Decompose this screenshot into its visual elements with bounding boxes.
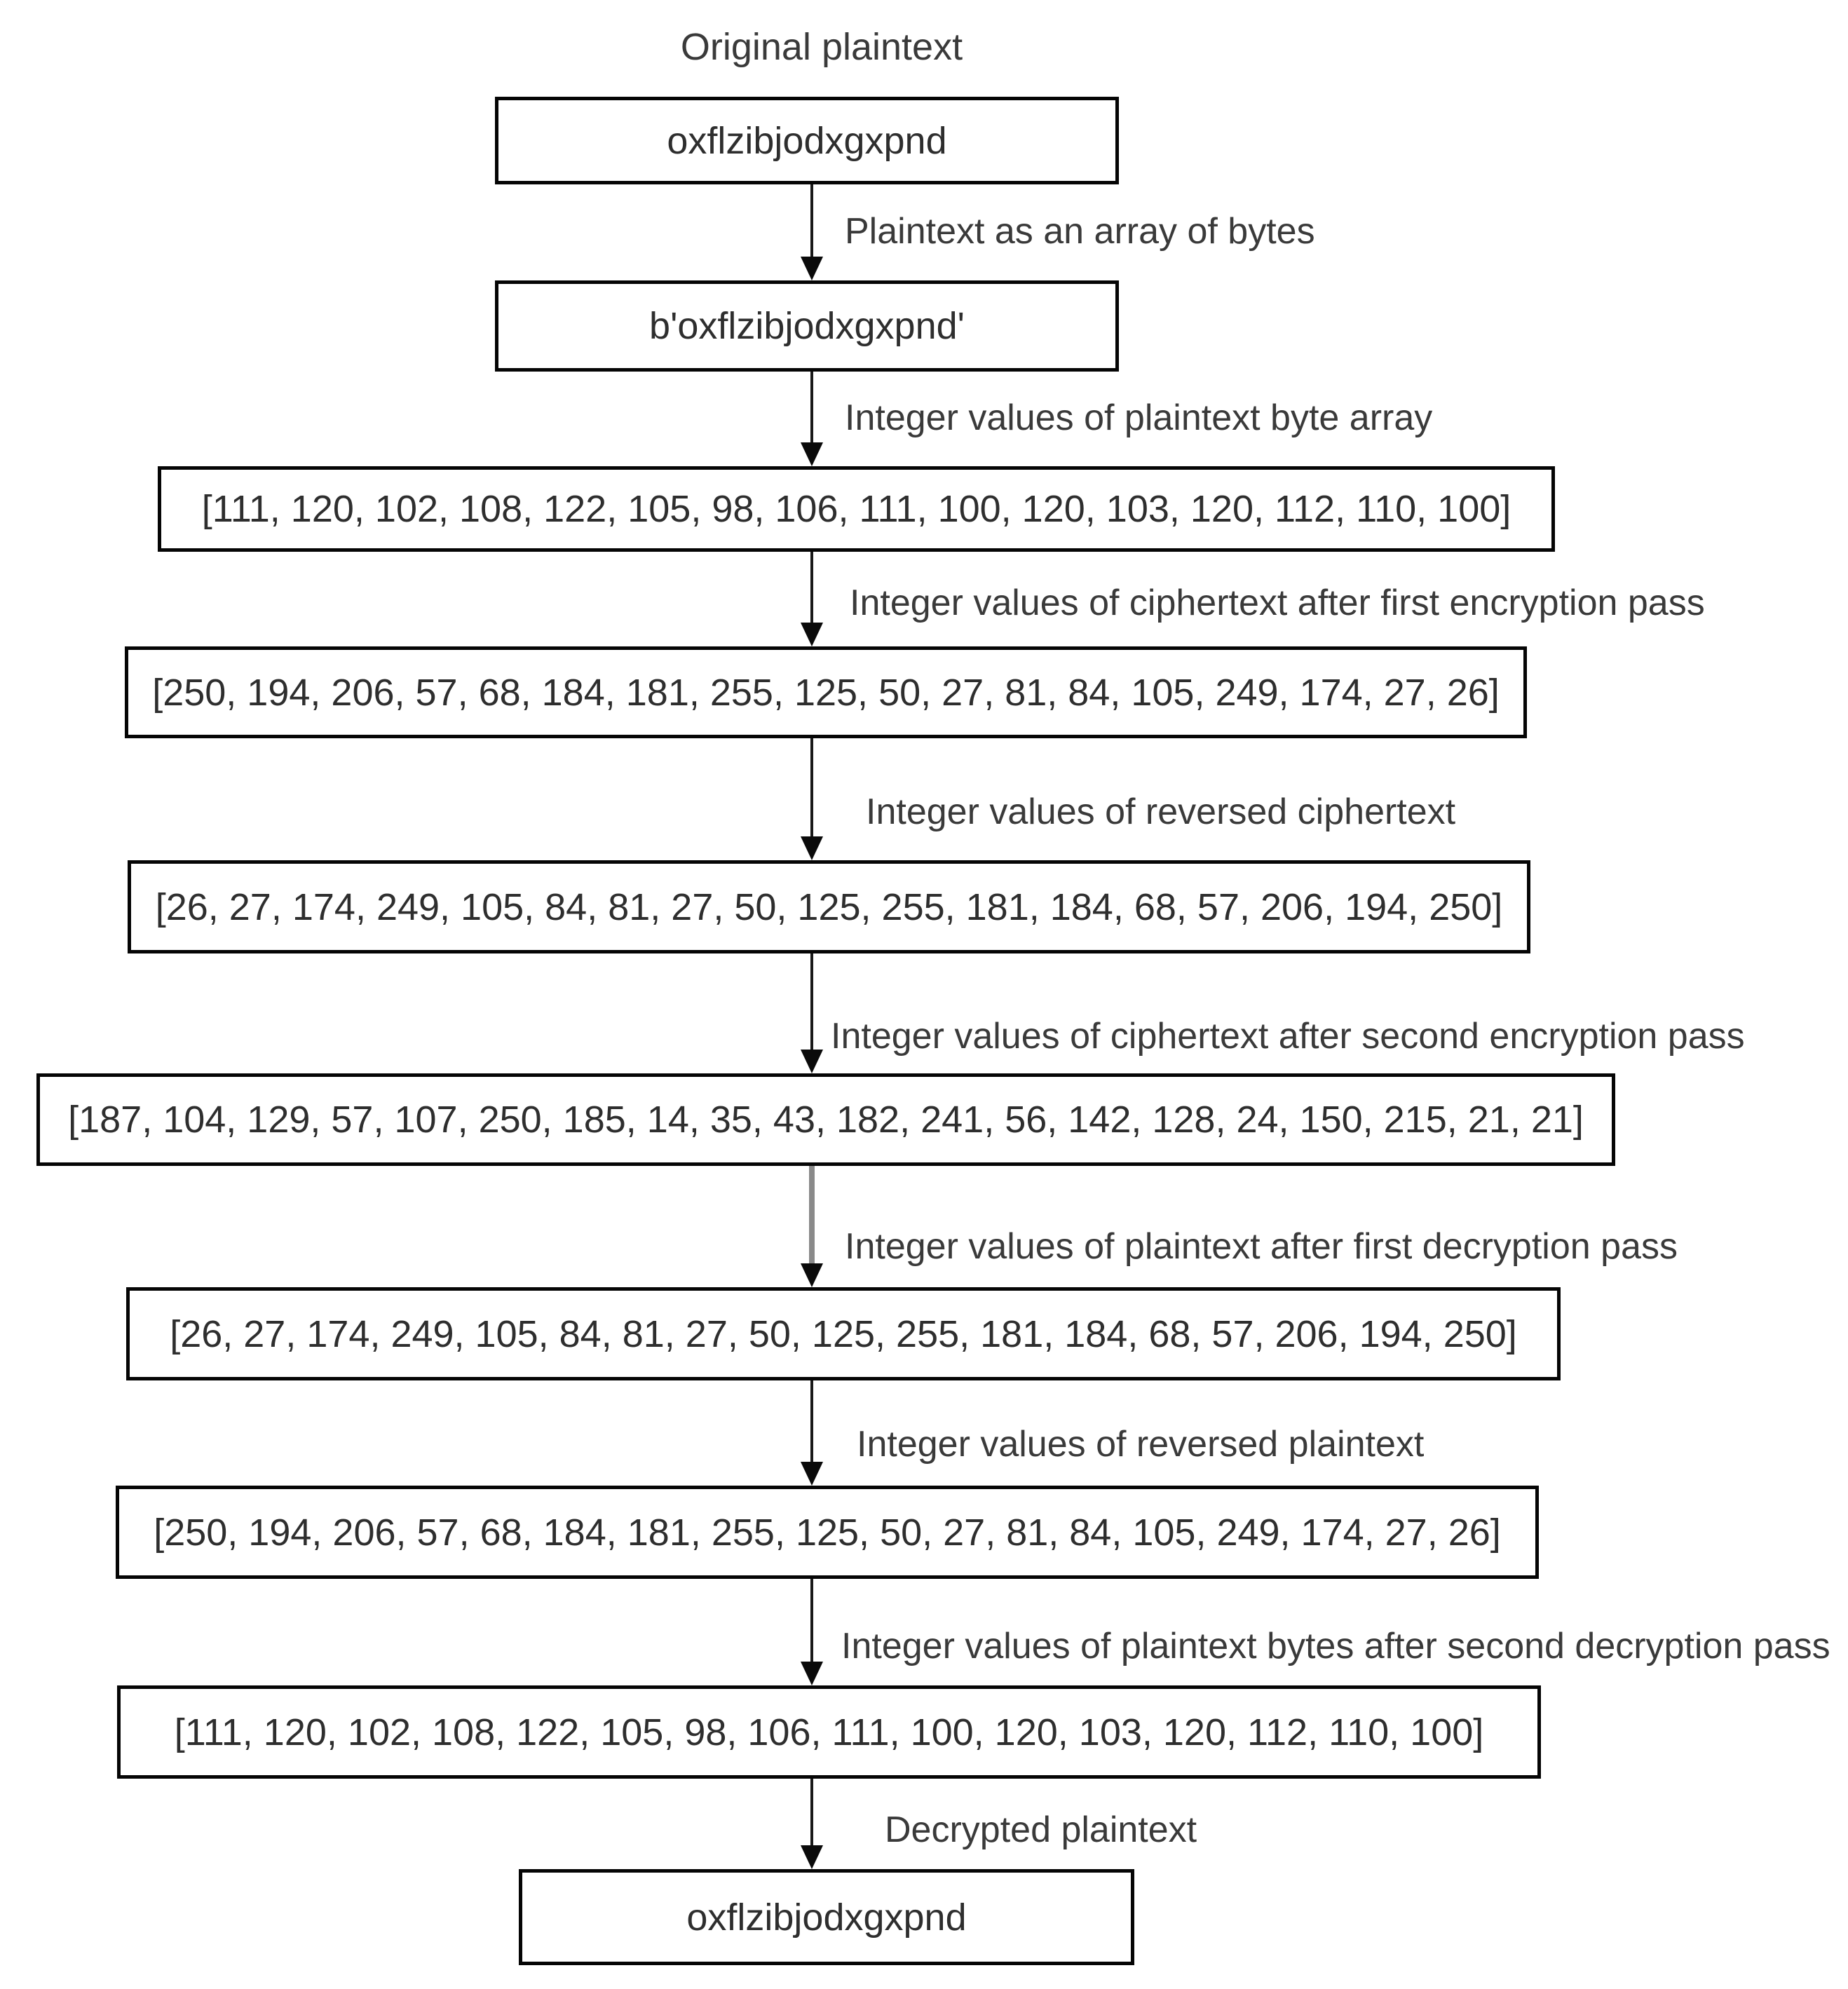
edge-label-reversed-ciphertext: Integer values of reversed ciphertext	[866, 792, 1456, 832]
edge-label-int-values-byte-array: Integer values of plaintext byte array	[845, 398, 1433, 438]
arrow-down-icon	[801, 442, 823, 466]
node-ciphertext-first-pass: [250, 194, 206, 57, 68, 184, 181, 255, 1…	[125, 646, 1527, 738]
arrow-down-icon	[801, 1845, 823, 1869]
arrow-down-icon	[801, 836, 823, 860]
arrow-down-icon	[801, 1050, 823, 1073]
arrow-down-icon	[801, 623, 823, 646]
flow-arrow-line	[809, 1166, 815, 1266]
node-text: [26, 27, 174, 249, 105, 84, 81, 27, 50, …	[170, 1312, 1517, 1355]
edge-label-decrypted-plaintext: Decrypted plaintext	[885, 1810, 1197, 1850]
node-text: oxflzibjodxgxpnd	[667, 119, 947, 162]
flow-arrow-line	[810, 372, 813, 445]
node-text: b'oxflzibjodxgxpnd'	[649, 305, 965, 347]
flow-arrow-line	[810, 1579, 813, 1664]
flow-arrow-line	[810, 184, 813, 262]
edge-label-reversed-plaintext: Integer values of reversed plaintext	[857, 1424, 1425, 1465]
node-text: [250, 194, 206, 57, 68, 184, 181, 255, 1…	[152, 671, 1500, 714]
node-text: [187, 104, 129, 57, 107, 250, 185, 14, 3…	[68, 1099, 1584, 1141]
edge-label-ciphertext-first-pass: Integer values of ciphertext after first…	[850, 583, 1705, 623]
node-plaintext-byte-string: b'oxflzibjodxgxpnd'	[495, 280, 1119, 372]
arrow-down-icon	[801, 1263, 823, 1287]
node-text: [250, 194, 206, 57, 68, 184, 181, 255, 1…	[154, 1511, 1501, 1554]
node-reversed-plaintext: [250, 194, 206, 57, 68, 184, 181, 255, 1…	[116, 1486, 1539, 1579]
edge-label-plaintext-as-bytes: Plaintext as an array of bytes	[845, 211, 1315, 252]
flow-arrow-line	[810, 738, 813, 839]
flow-arrow-line	[810, 552, 813, 625]
node-plaintext-int-array: [111, 120, 102, 108, 122, 105, 98, 106, …	[158, 466, 1555, 552]
edge-label-plaintext-first-decrypt: Integer values of plaintext after first …	[845, 1226, 1678, 1267]
node-plaintext-first-decryption: [26, 27, 174, 249, 105, 84, 81, 27, 50, …	[126, 1287, 1561, 1380]
node-original-plaintext: oxflzibjodxgxpnd	[495, 97, 1119, 184]
arrow-down-icon	[801, 1662, 823, 1685]
diagram-title: Original plaintext	[680, 26, 963, 68]
node-text: [26, 27, 174, 249, 105, 84, 81, 27, 50, …	[155, 885, 1503, 928]
flow-arrow-line	[810, 953, 813, 1052]
node-text: [111, 120, 102, 108, 122, 105, 98, 106, …	[201, 488, 1511, 530]
arrow-down-icon	[801, 1462, 823, 1486]
edge-label-ciphertext-second-pass: Integer values of ciphertext after secon…	[831, 1016, 1745, 1057]
edge-label-plaintext-second-decrypt: Integer values of plaintext bytes after …	[841, 1626, 1830, 1666]
node-text: [111, 120, 102, 108, 122, 105, 98, 106, …	[174, 1711, 1484, 1753]
node-text: oxflzibjodxgxpnd	[686, 1896, 967, 1939]
flow-arrow-line	[810, 1779, 813, 1848]
flow-arrow-line	[810, 1380, 813, 1465]
node-reversed-ciphertext: [26, 27, 174, 249, 105, 84, 81, 27, 50, …	[128, 860, 1530, 953]
arrow-down-icon	[801, 257, 823, 280]
node-plaintext-second-decryption: [111, 120, 102, 108, 122, 105, 98, 106, …	[117, 1685, 1541, 1779]
node-ciphertext-second-pass: [187, 104, 129, 57, 107, 250, 185, 14, 3…	[36, 1073, 1615, 1166]
node-decrypted-plaintext: oxflzibjodxgxpnd	[519, 1869, 1134, 1965]
